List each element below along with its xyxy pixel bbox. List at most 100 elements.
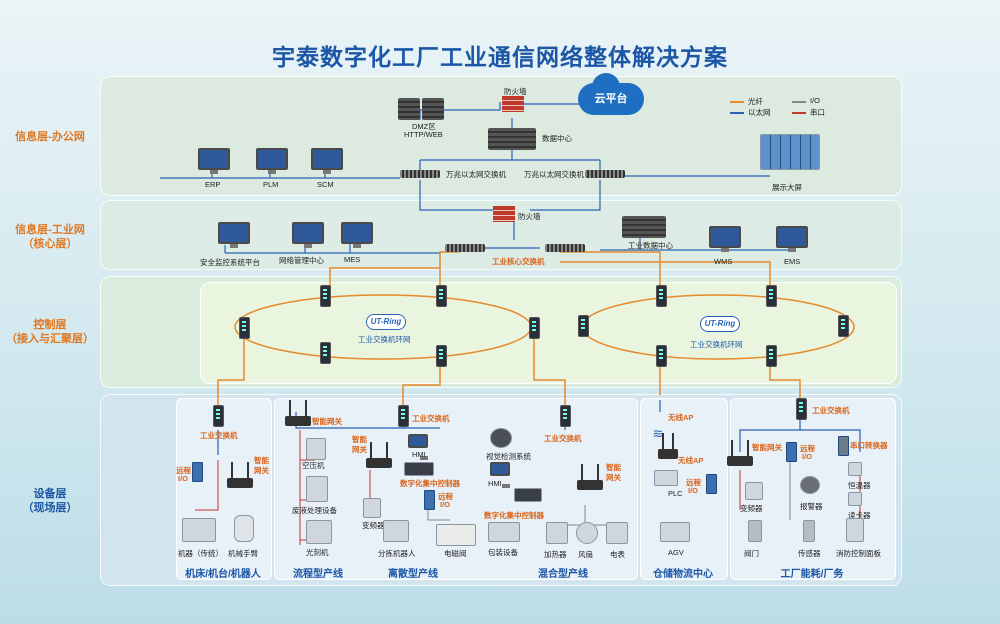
legend-fiber: 光纤 — [748, 97, 763, 106]
vision-label: 视觉检测系统 — [486, 452, 531, 461]
agv-label: AGV — [668, 548, 684, 557]
mixed-controller-label: 数字化集中控制器 — [484, 511, 544, 520]
ring-switch-icon — [766, 345, 777, 367]
ut-ring-logo-right: UT-Ring — [700, 316, 740, 332]
mixed-hmi-label: HMI — [488, 479, 502, 488]
alarm-icon — [800, 476, 820, 494]
industrial-firewall-icon — [493, 206, 515, 222]
discrete-remote-io-icon — [424, 490, 435, 510]
zone-mixed-label: 混合型产线 — [538, 569, 588, 580]
wastewater-icon — [306, 476, 328, 502]
plm-label: PLM — [263, 180, 279, 189]
packaging-icon — [488, 522, 520, 542]
machine-gateway-label-2: 网关 — [254, 466, 269, 475]
page-title: 宇泰数字化工厂工业通信网络整体解决方案 — [272, 44, 728, 70]
ems-label: EMS — [784, 257, 801, 266]
machine-switch-icon — [213, 405, 224, 427]
zone-machine — [176, 398, 272, 580]
discrete-controller-icon — [404, 462, 434, 476]
datacenter-label: 数据中心 — [542, 134, 572, 143]
inverter-icon — [363, 498, 381, 518]
ring-switch-icon — [578, 315, 589, 337]
ring-switch-icon — [766, 285, 777, 307]
card-reader-label: 读卡器 — [848, 511, 871, 520]
machine-remote-io-icon — [192, 462, 203, 482]
display-wall-label: 展示大屏 — [772, 183, 802, 192]
energy-inverter-label: 变频器 — [740, 504, 763, 513]
serial-converter-icon — [838, 436, 849, 456]
robot-arm-icon — [234, 515, 254, 542]
warehouse-remote-io-icon — [706, 474, 717, 494]
energy-remote-io-label-2: I/O — [802, 452, 813, 461]
heater-icon — [546, 522, 568, 544]
wireless-ap-label: 无线AP — [678, 456, 704, 465]
sensor-icon — [803, 520, 815, 542]
mixed-gateway-label-2: 网关 — [606, 473, 621, 482]
zone-discrete-label: 离散型产线 — [388, 569, 438, 580]
layer-label-office: 信息层-办公网 — [15, 131, 85, 143]
ten-gig-switch-left-icon — [400, 170, 440, 178]
legend-serial-line — [792, 112, 806, 114]
flow-gateway-icon — [285, 400, 311, 426]
energy-inverter-icon — [745, 482, 763, 500]
sort-robot-icon — [383, 520, 409, 542]
ring-switch-icon — [436, 345, 447, 367]
core-switch-label: 工业核心交换机 — [492, 257, 545, 266]
energy-remote-io-label-1: 远程 — [800, 444, 815, 453]
legend-fiber-line — [730, 101, 744, 103]
dmz-label: DMZ区 — [412, 122, 436, 131]
alarm-label: 报警器 — [800, 502, 823, 511]
ring-switch-icon — [529, 317, 540, 339]
heater-label: 加热器 — [544, 550, 567, 559]
dmz-server-icon-2 — [422, 98, 444, 120]
erp-label: ERP — [205, 180, 221, 189]
wifi-icon: ≋ — [652, 426, 664, 441]
ring-switch-icon — [656, 345, 667, 367]
zone-flow-label: 流程型产线 — [293, 569, 343, 580]
energy-switch-label: 工业交换机 — [812, 406, 850, 415]
packaging-label: 包装设备 — [488, 548, 518, 557]
fan-icon — [576, 522, 598, 544]
valve-cabinet-label: 电磁阀 — [444, 549, 467, 558]
ring-switch-icon — [320, 285, 331, 307]
machine-gateway-icon — [227, 462, 253, 488]
ring-switch-icon — [656, 285, 667, 307]
ring-switch-icon — [239, 317, 250, 339]
mixed-switch-label: 工业交换机 — [544, 434, 582, 443]
display-wall-icon — [760, 134, 820, 170]
office-firewall-label: 防火墙 — [504, 87, 527, 96]
flow-gateway-label: 智能网关 — [312, 417, 342, 426]
mixed-gateway-icon — [577, 464, 603, 490]
valve-cabinet-icon — [436, 524, 476, 546]
ring-left-label: 工业交换机环网 — [358, 335, 411, 344]
switch-left-label: 万兆以太网交换机 — [446, 170, 506, 179]
machine-switch-label: 工业交换机 — [200, 431, 238, 440]
discrete-hmi-icon — [408, 434, 428, 460]
layer-label-industrial-2: （核心层） — [22, 238, 78, 250]
mixed-gateway-label-1: 智能 — [606, 463, 621, 472]
industrial-datacenter-label: 工业数据中心 — [628, 241, 673, 250]
discrete-controller-label: 数字化集中控制器 — [400, 479, 460, 488]
compressor-label: 空压机 — [302, 461, 325, 470]
dmz-label-2: HTTP/WEB — [404, 130, 443, 139]
mixed-hmi-icon — [490, 462, 510, 488]
ems-monitor-icon — [776, 226, 808, 252]
layer-label-control-1: 控制层 — [33, 319, 67, 331]
thermostat-label: 恒温器 — [848, 481, 871, 490]
network-mgmt-icon — [292, 222, 324, 248]
machine-remote-io-label-1: 远程 — [176, 466, 191, 475]
valve-icon — [748, 520, 762, 542]
ten-gig-switch-right-icon — [585, 170, 625, 178]
discrete-switch-icon — [398, 405, 409, 427]
warehouse-remote-io-label-1: 远程 — [686, 478, 701, 487]
layer-label-control-2: （接入与汇聚层） — [6, 333, 94, 345]
energy-remote-io-icon — [786, 442, 797, 462]
network-mgmt-label: 网络管理中心 — [279, 256, 324, 265]
inverter-label: 变频器 — [362, 521, 385, 530]
etcher-label: 光刻机 — [306, 548, 329, 557]
ring-switch-icon — [320, 342, 331, 364]
plc-label: PLC — [668, 489, 683, 498]
energy-switch-icon — [796, 398, 807, 420]
core-switch-right-icon — [545, 244, 585, 252]
sort-robot-label: 分拣机器人 — [378, 549, 416, 558]
